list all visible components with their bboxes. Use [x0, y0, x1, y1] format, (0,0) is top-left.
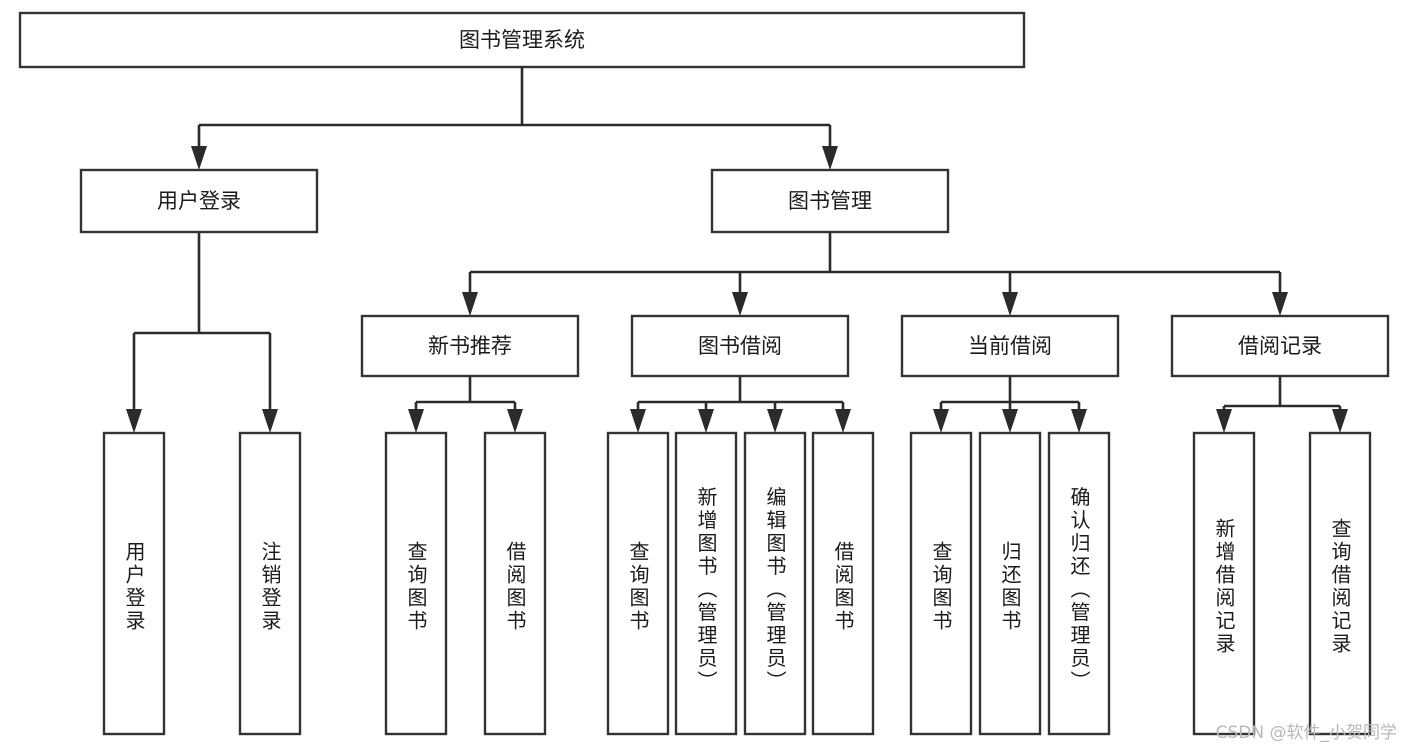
- leaf-bookborrow-edit-label: 编辑图书（管理员）: [763, 486, 787, 693]
- node-user-login-label: 用户登录: [157, 189, 241, 213]
- connector-group-newbook-leaves: [408, 376, 523, 433]
- arrow-head-currentborrow-leaf3: [1071, 409, 1087, 433]
- leaf-node[interactable]: 查询图书: [606, 431, 670, 736]
- arrow-head-borrowrecord: [1272, 292, 1288, 316]
- leaf-node[interactable]: 查询借阅记录: [1308, 431, 1372, 736]
- leaf-node[interactable]: 查询图书: [384, 431, 448, 736]
- node-book-management-box: [710, 168, 950, 234]
- node-user-login-box: [79, 168, 319, 234]
- leaf-logout-box: [238, 431, 302, 736]
- arrow-head-bookborrow: [732, 292, 748, 316]
- connector-group-currentborrow-leaves: [933, 376, 1087, 433]
- leaf-bookborrow-borrow-box: [811, 431, 875, 736]
- node-book-management-label: 图书管理: [788, 189, 872, 213]
- node-borrow-record-label: 借阅记录: [1238, 334, 1322, 358]
- leaf-bookborrow-query-label: 查询图书: [626, 541, 650, 633]
- arrow-head-newbook: [462, 292, 478, 316]
- leaf-newbook-borrow-box: [483, 431, 547, 736]
- leaf-currentborrow-return-label: 归还图书: [998, 541, 1022, 633]
- arrow-head-bookborrow-leaf2: [698, 409, 714, 433]
- leaf-user-login-box: [102, 431, 166, 736]
- leaf-user-login-label: 用户登录: [122, 541, 146, 633]
- arrow-head-bookborrow-leaf3: [767, 409, 783, 433]
- leaf-node[interactable]: 编辑图书（管理员）: [743, 431, 807, 736]
- node-book-borrow[interactable]: 图书借阅: [630, 314, 850, 378]
- arrow-head-currentborrow: [1002, 292, 1018, 316]
- node-new-book-recommend[interactable]: 新书推荐: [360, 314, 580, 378]
- connector-group-bookmgmt: [462, 232, 1288, 316]
- connector-group-borrowrecord-leaves: [1216, 376, 1348, 433]
- node-root-system[interactable]: 图书管理系统: [18, 11, 1026, 69]
- leaf-node[interactable]: 新增借阅记录: [1192, 431, 1256, 736]
- leaf-node[interactable]: 用户登录: [102, 431, 166, 736]
- leaf-bookborrow-edit-box: [743, 431, 807, 736]
- leaf-node[interactable]: 借阅图书: [483, 431, 547, 736]
- node-book-borrow-box: [630, 314, 850, 378]
- node-new-book-recommend-box: [360, 314, 580, 378]
- arrow-head-newbook-leaf1: [408, 409, 424, 433]
- connector-group-root: [191, 67, 838, 170]
- leaf-newbook-query-box: [384, 431, 448, 736]
- node-new-book-recommend-label: 新书推荐: [428, 334, 512, 358]
- node-borrow-record-box: [1170, 314, 1390, 378]
- leaf-borrowrecord-query-label: 查询借阅记录: [1328, 518, 1352, 656]
- arrow-head-bookborrow-leaf4: [835, 409, 851, 433]
- leaf-currentborrow-query-box: [909, 431, 973, 736]
- arrow-head-currentborrow-leaf1: [933, 409, 949, 433]
- node-root-box: [18, 11, 1026, 69]
- leaf-borrowrecord-query-box: [1308, 431, 1372, 736]
- leaf-bookborrow-add-box: [674, 431, 738, 736]
- leaf-node[interactable]: 确认归还（管理员）: [1047, 431, 1111, 736]
- leaf-node[interactable]: 新增图书（管理员）: [674, 431, 738, 736]
- leaf-borrowrecord-add-label: 新增借阅记录: [1212, 518, 1236, 656]
- leaf-node[interactable]: 查询图书: [909, 431, 973, 736]
- arrow-head-borrowrecord-leaf2: [1332, 409, 1348, 433]
- arrow-head-userlogin-leaf1: [126, 409, 142, 433]
- leaf-currentborrow-confirm-label: 确认归还（管理员）: [1067, 486, 1091, 693]
- leaf-node[interactable]: 归还图书: [978, 431, 1042, 736]
- leaf-bookborrow-query-box: [606, 431, 670, 736]
- node-root-label: 图书管理系统: [459, 28, 585, 52]
- leaf-bookborrow-add-label: 新增图书（管理员）: [694, 486, 718, 693]
- connector-group-userlogin-leaves: [126, 232, 278, 433]
- node-borrow-record[interactable]: 借阅记录: [1170, 314, 1390, 378]
- node-current-borrow[interactable]: 当前借阅: [900, 314, 1120, 378]
- arrow-head-bookmgmt: [822, 146, 838, 170]
- leaf-currentborrow-return-box: [978, 431, 1042, 736]
- arrow-head-newbook-leaf2: [507, 409, 523, 433]
- leaf-newbook-query-label: 查询图书: [404, 541, 428, 633]
- arrow-head-borrowrecord-leaf1: [1216, 409, 1232, 433]
- connector-group-bookborrow-leaves: [630, 376, 851, 433]
- arrow-head-userlogin: [191, 146, 207, 170]
- node-user-login[interactable]: 用户登录: [79, 168, 319, 234]
- leaf-bookborrow-borrow-label: 借阅图书: [831, 541, 855, 633]
- arrow-head-userlogin-leaf2: [262, 409, 278, 433]
- node-book-borrow-label: 图书借阅: [698, 334, 782, 358]
- leaf-newbook-borrow-label: 借阅图书: [503, 541, 527, 633]
- csdn-watermark: CSDN @软件_小贺同学: [1215, 723, 1397, 743]
- arrow-head-currentborrow-leaf2: [1002, 409, 1018, 433]
- node-book-management[interactable]: 图书管理: [710, 168, 950, 234]
- node-current-borrow-label: 当前借阅: [968, 334, 1052, 358]
- leaf-node[interactable]: 注销登录: [238, 431, 302, 736]
- leaf-borrowrecord-add-box: [1192, 431, 1256, 736]
- leaf-logout-label: 注销登录: [258, 541, 282, 633]
- leaf-currentborrow-confirm-box: [1047, 431, 1111, 736]
- leaf-node[interactable]: 借阅图书: [811, 431, 875, 736]
- node-current-borrow-box: [900, 314, 1120, 378]
- arrow-head-bookborrow-leaf1: [630, 409, 646, 433]
- leaf-currentborrow-query-label: 查询图书: [929, 541, 953, 633]
